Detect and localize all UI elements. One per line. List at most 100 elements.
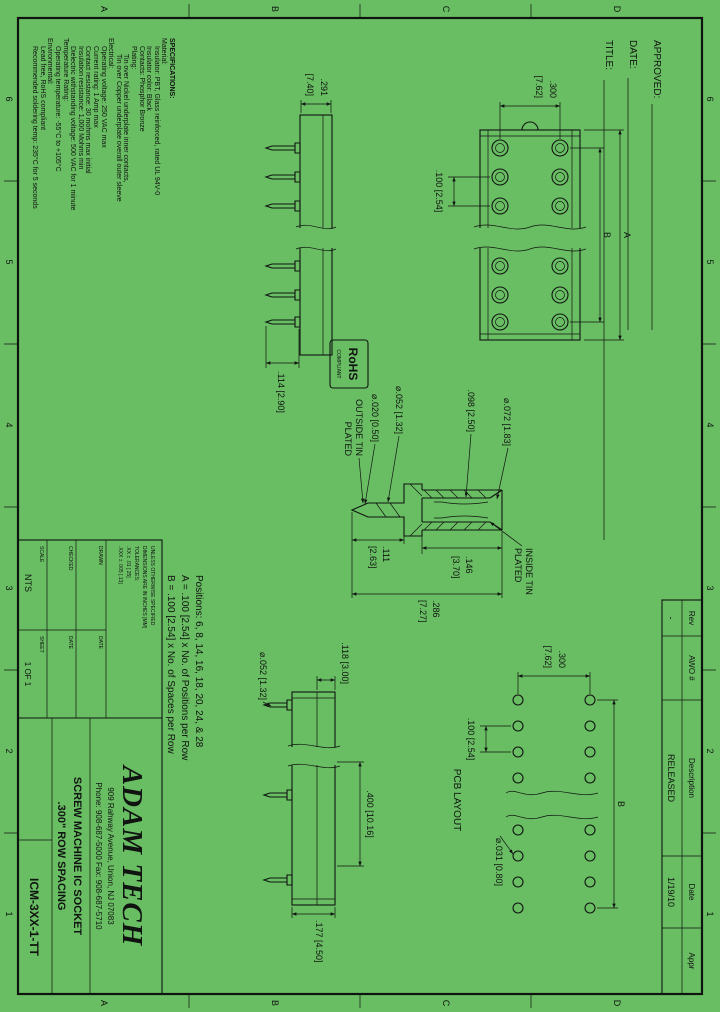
profile-break-lines bbox=[287, 743, 341, 769]
spec-line: Dielectric withstanding voltage: 500 VAC… bbox=[69, 46, 76, 211]
contact-plating-leader bbox=[364, 443, 376, 505]
company-address: 909 Rahway Avenue, Union, NJ 07083 bbox=[106, 787, 115, 925]
a-rule-line: A = .100 [2.54] x No. of Positions per R… bbox=[179, 575, 190, 761]
sheet-border: 6 5 4 3 2 1 6 5 4 3 2 1 D C B A D C B A bbox=[4, 4, 716, 1008]
date-value: 1/19/10 bbox=[666, 877, 676, 907]
pcb-dim-b: B bbox=[616, 801, 626, 807]
contact-detail: ⌀.072 [1.83] .098 [2.50] ⌀.052 [1.32] ⌀.… bbox=[343, 386, 534, 622]
contact-dim-extensions bbox=[351, 512, 503, 598]
date-cell-label: DATE bbox=[67, 636, 73, 650]
zone-ticks-left bbox=[188, 4, 532, 18]
b-rule-line: B = .100 [2.54] x No. of Spaces per Row bbox=[165, 575, 176, 754]
sip-dim-extensions bbox=[265, 100, 332, 368]
approval-block: APPROVED: DATE: TITLE: bbox=[603, 40, 662, 540]
sip-pin bbox=[264, 289, 301, 301]
profile-pin-dia: ⌀.052 [1.32] bbox=[258, 652, 268, 700]
zone-row-label: D bbox=[612, 6, 622, 13]
drawn-label: DRAWN bbox=[97, 546, 103, 565]
sheet-label: SHEET bbox=[38, 636, 44, 653]
date-cell-label: DATE bbox=[97, 636, 103, 650]
zone-row-label: C bbox=[441, 1000, 451, 1007]
spec-line: Material: bbox=[160, 38, 167, 65]
zone-ticks-right bbox=[188, 994, 532, 1008]
approved-label: APPROVED: bbox=[651, 40, 662, 98]
tolerance-note-line: TOLERANCES: bbox=[133, 546, 139, 581]
zone-row-label: D bbox=[612, 1000, 622, 1007]
zone-ticks-bottom bbox=[4, 180, 18, 834]
spec-line: SPECIFICATIONS: bbox=[168, 38, 175, 99]
rohs-name: RoHS bbox=[346, 348, 360, 381]
dip-holes bbox=[491, 139, 569, 331]
profile-standoff-dim: .118 [3.00] bbox=[340, 642, 350, 684]
contact-shoulder-tail bbox=[350, 483, 423, 537]
revision-table: Rev AWO # Description Date Appr - RELEAS… bbox=[661, 599, 703, 995]
outside-tin-label-1: OUTSIDE TIN bbox=[354, 399, 364, 456]
dip-dim-a: A bbox=[622, 232, 632, 238]
zone-col-label: 4 bbox=[705, 422, 715, 427]
spec-line: Contacts: Phosphor Bronze bbox=[138, 46, 145, 132]
pcb-holes bbox=[512, 694, 596, 914]
pcb-row-spacing-mm: [7.62] bbox=[543, 645, 553, 668]
zone-ticks-top bbox=[702, 180, 716, 834]
title-block: UNLESS OTHERWISE SPECIFIED DIMENSIONS AR… bbox=[17, 539, 163, 995]
date-label: DATE: bbox=[627, 40, 638, 69]
zone-col-label: 3 bbox=[4, 585, 14, 590]
description-value: RELEASED bbox=[666, 754, 676, 803]
pcb-hole-dia: ⌀.031 [0.80] bbox=[494, 838, 504, 886]
pcb-layout: B .300 [7.62] .100 [2.54] ⌀.031 [0.80] P… bbox=[451, 645, 626, 914]
title-block-right-dividers bbox=[18, 718, 91, 994]
pcb-dim-extensions bbox=[480, 672, 618, 909]
sip-break-lines bbox=[295, 224, 337, 252]
appr-header: Appr bbox=[687, 953, 696, 970]
spec-line: Contact resistance: 30 mohms max initial bbox=[84, 46, 91, 174]
zone-col-label: 5 bbox=[705, 259, 715, 264]
scale-value: NTS bbox=[23, 574, 33, 592]
spec-line: Tin over Copper underplate overall outer… bbox=[115, 54, 122, 202]
zone-col-label: 2 bbox=[4, 748, 14, 753]
rohs-sub: COMPLIANT bbox=[335, 349, 341, 378]
profile-view: .118 [3.00] .400 [10.16] .177 [4.50] ⌀.0… bbox=[258, 642, 375, 962]
profile-dim-extensions bbox=[291, 676, 364, 918]
contact-sleeve-len-in: .146 bbox=[464, 556, 474, 574]
pcb-row-spacing-in: .300 bbox=[557, 650, 567, 668]
pcb-pitch: .100 [2.54] bbox=[466, 718, 476, 761]
contact-overall-len-mm: [7.27] bbox=[418, 600, 428, 623]
title-label: TITLE: bbox=[603, 40, 614, 70]
sip-break-mask bbox=[296, 228, 336, 248]
dip-row-spacing-in: .300 bbox=[548, 80, 558, 98]
contact-bore-leader bbox=[464, 433, 472, 498]
spec-line: Insulation resistance: 1,000 Mohms min bbox=[77, 46, 84, 169]
rohs-frame bbox=[329, 339, 369, 389]
sheet-value: 1 OF 1 bbox=[23, 662, 32, 687]
specifications-block: SPECIFICATIONS: Material: Insulator: PBT… bbox=[31, 38, 175, 211]
part-number: ICM-3XX-1-TT bbox=[27, 878, 41, 957]
zone-row-label: B bbox=[270, 1000, 280, 1006]
sip-pin bbox=[264, 142, 301, 154]
company-phone: Phone: 908-687-5000 Fax: 908-687-5710 bbox=[94, 782, 103, 930]
contact-tail-dia: ⌀.052 [1.32] bbox=[394, 386, 404, 434]
profile-span-dim: .400 [10.16] bbox=[365, 790, 375, 838]
dip-pitch: .100 [2.54] bbox=[434, 170, 444, 213]
zone-row-label: A bbox=[99, 1000, 109, 1006]
product-title-2: .300" ROW SPACING bbox=[55, 802, 67, 911]
rev-header: Rev bbox=[687, 611, 696, 625]
contact-entry-dia: ⌀.072 [1.83] bbox=[502, 398, 512, 446]
zone-row-label: A bbox=[99, 6, 109, 12]
dip-row-spacing-mm: [7.62] bbox=[534, 75, 544, 98]
tolerance-note-line: .XXX ± .005 [.13] bbox=[117, 546, 123, 584]
spec-line: Recommended soldering temp: 235°C for 5 … bbox=[31, 46, 39, 209]
tolerance-note-line: .XX ± .01 [.25] bbox=[125, 546, 131, 578]
zone-col-label: 1 bbox=[4, 911, 14, 916]
contact-tail-len-mm: [2.63] bbox=[368, 546, 378, 569]
pcb-break-lines bbox=[505, 790, 599, 820]
contact-hatch bbox=[375, 483, 487, 537]
zone-col-label: 1 bbox=[705, 911, 715, 916]
sip-pin bbox=[264, 260, 301, 272]
sip-tail-dim: .114 [2.90] bbox=[276, 371, 286, 413]
profile-pin bbox=[262, 874, 293, 886]
positions-note: Positions: 6, 8, 14, 16, 18, 20, 24, & 2… bbox=[165, 575, 204, 761]
title-block-grid bbox=[18, 540, 107, 718]
rohs-badge: RoHS COMPLIANT bbox=[329, 339, 369, 389]
